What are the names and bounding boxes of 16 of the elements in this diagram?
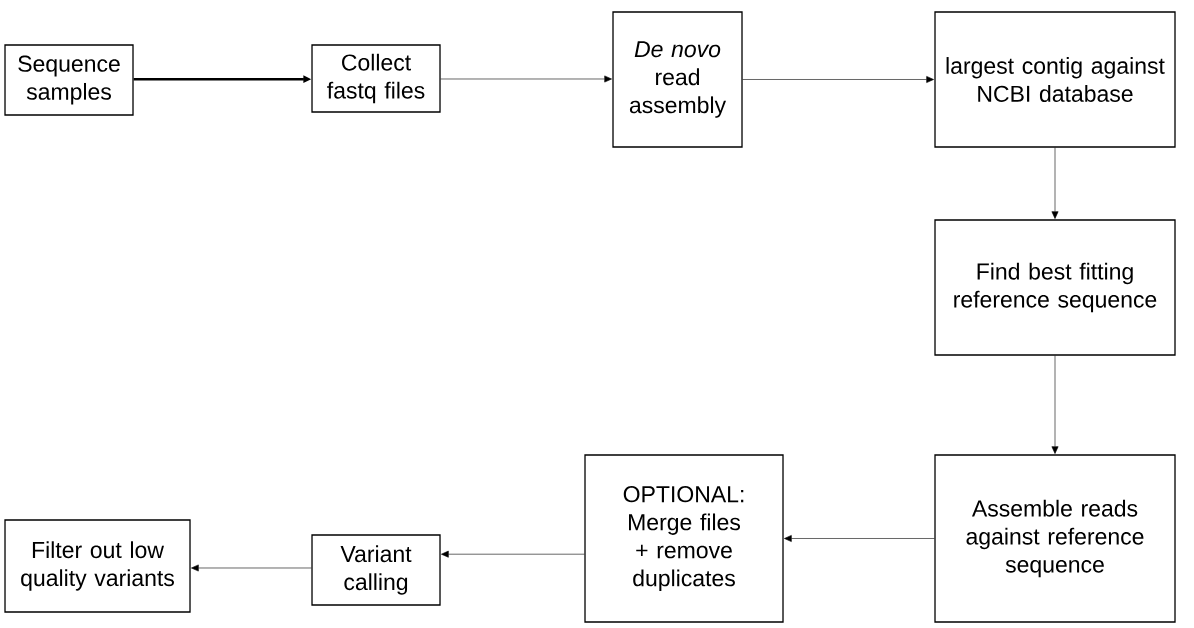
process-box: Collect fastq files: [311, 44, 441, 113]
process-box: Find best fitting reference sequence: [934, 219, 1176, 356]
arrow: [1051, 147, 1059, 219]
arrow: [191, 564, 312, 572]
process-box: largest contig against NCBI database: [934, 11, 1176, 148]
process-box: OPTIONAL: Merge files + remove duplicates: [584, 454, 784, 623]
arrow: [1051, 355, 1059, 454]
arrow: [441, 550, 585, 558]
arrow: [742, 76, 934, 83]
arrow: [784, 535, 935, 542]
arrow: [440, 75, 612, 83]
process-box: Filter out low quality variants: [4, 519, 191, 613]
process-box: Variant calling: [311, 534, 441, 606]
process-box: Sequence samples: [4, 44, 134, 116]
process-box: Assemble reads against reference sequence: [934, 454, 1176, 623]
process-box: De novo read assembly: [612, 11, 743, 148]
